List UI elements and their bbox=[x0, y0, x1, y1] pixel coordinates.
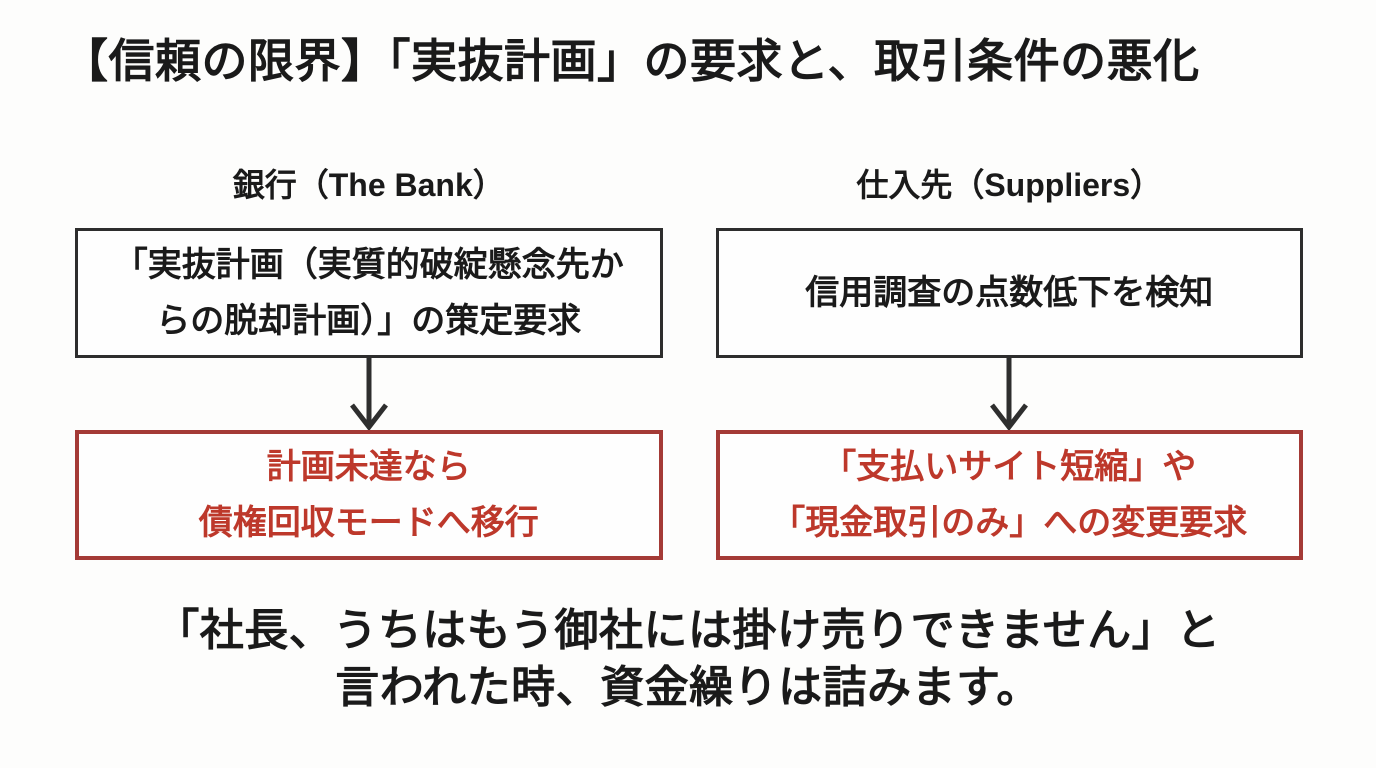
bank-consequence-box: 計画未達なら 債権回収モードへ移行 bbox=[75, 430, 663, 560]
consequence-line: 「支払いサイト短縮」や bbox=[822, 448, 1197, 486]
suppliers-column: 仕入先（Suppliers） 信用調査の点数低下を検知 「支払いサイト短縮」や … bbox=[715, 164, 1304, 560]
footer-line: 言われた時、資金繰りは詰みます。 bbox=[335, 663, 1041, 712]
bank-trigger-box: 「実抜計画（実質的破綻懸念先か らの脱却計画）」の策定要求 bbox=[75, 228, 663, 358]
suppliers-arrow bbox=[716, 358, 1304, 430]
trigger-line: 「実抜計画（実質的破綻懸念先か bbox=[113, 246, 624, 284]
footer-line: 「社長、うちはもう御社には掛け売りできません」と bbox=[155, 606, 1221, 655]
trigger-line: 信用調査の点数低下を検知 bbox=[805, 274, 1214, 312]
bank-arrow bbox=[75, 358, 663, 430]
down-arrow-icon bbox=[349, 358, 388, 430]
suppliers-consequence-box: 「支払いサイト短縮」や 「現金取引のみ」への変更要求 bbox=[715, 430, 1303, 560]
suppliers-column-header: 仕入先（Suppliers） bbox=[856, 167, 1163, 203]
consequence-line: 計画未達なら bbox=[266, 448, 471, 486]
bank-column: 銀行（The Bank） 「実抜計画（実質的破綻懸念先か らの脱却計画）」の策定… bbox=[75, 164, 663, 560]
consequence-line: 「現金取引のみ」への変更要求 bbox=[771, 504, 1248, 542]
suppliers-trigger-box: 信用調査の点数低下を検知 bbox=[715, 228, 1303, 358]
slide-title: 【信頼の限界】「実抜計画」の要求と、取引条件の悪化 bbox=[62, 35, 1200, 87]
consequence-line: 債権回収モードへ移行 bbox=[198, 504, 539, 542]
footer-statement: 「社長、うちはもう御社には掛け売りできません」と 言われた時、資金繰りは詰みます… bbox=[0, 602, 1376, 716]
bank-column-header: 銀行（The Bank） bbox=[232, 167, 505, 203]
trigger-line: らの脱却計画）」の策定要求 bbox=[156, 302, 582, 340]
columns-row: 銀行（The Bank） 「実抜計画（実質的破綻懸念先か らの脱却計画）」の策定… bbox=[75, 164, 1303, 560]
down-arrow-icon bbox=[990, 358, 1029, 430]
